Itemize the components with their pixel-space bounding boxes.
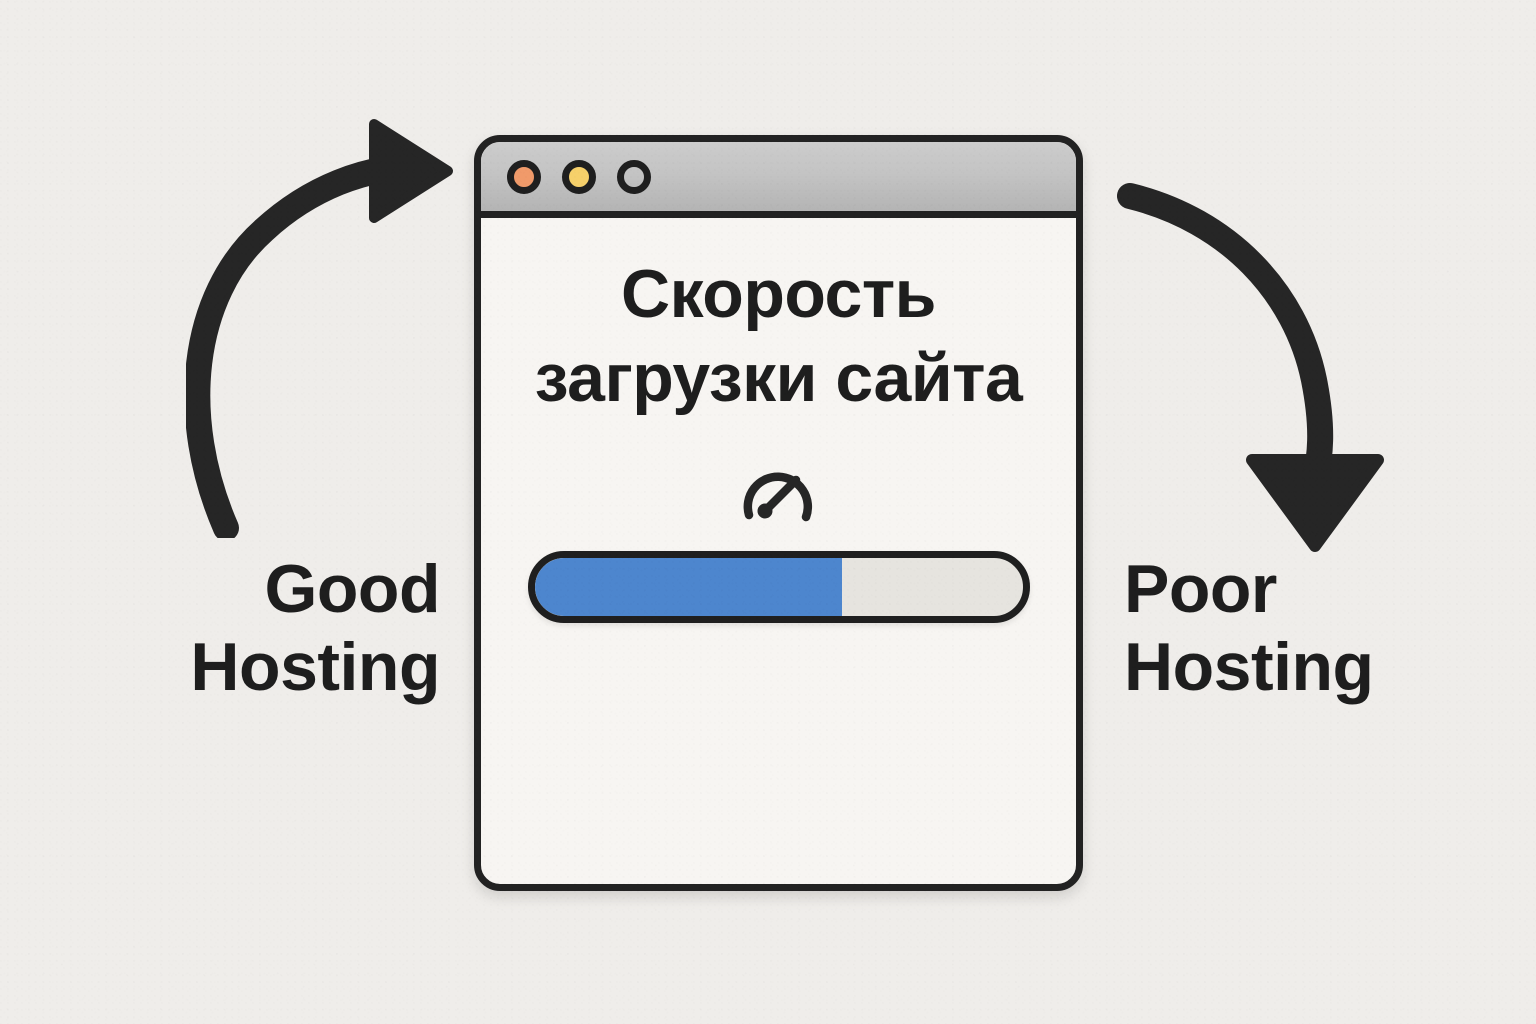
minimize-button[interactable]	[562, 159, 596, 194]
good-hosting-line1: Good	[264, 551, 440, 627]
poor-hosting-line2: Hosting	[1124, 628, 1374, 705]
good-hosting-label: Good Hosting	[20, 551, 440, 706]
poor-hosting-line1: Poor	[1124, 551, 1277, 627]
page-title: Скорость загрузки сайта	[519, 252, 1039, 421]
browser-titlebar	[481, 142, 1076, 218]
loading-progress-bar[interactable]	[527, 550, 1030, 623]
page-title-line2: загрузки сайта	[534, 340, 1023, 417]
curved-arrow-up-right-icon	[184, 118, 476, 541]
page-title-line1: Скорость	[621, 256, 936, 332]
maximize-button[interactable]	[617, 159, 651, 194]
good-hosting-line2: Hosting	[190, 628, 440, 705]
close-button[interactable]	[507, 159, 541, 194]
browser-content: Скорость загрузки сайта	[481, 218, 1076, 884]
speedometer-icon	[740, 461, 818, 523]
progress-fill	[534, 557, 842, 616]
poor-hosting-label: Poor Hosting	[1124, 551, 1536, 706]
curved-arrow-down-right-icon	[1100, 168, 1390, 558]
browser-window: Скорость загрузки сайта	[474, 135, 1083, 891]
